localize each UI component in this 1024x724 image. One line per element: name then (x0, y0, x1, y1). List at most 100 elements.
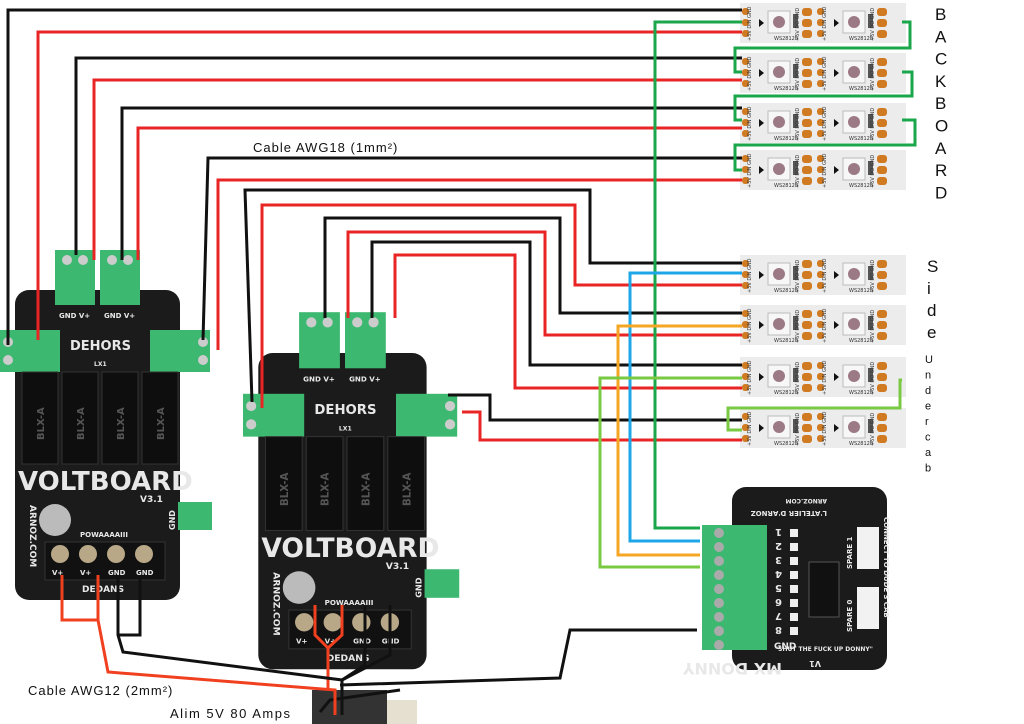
resistor (790, 599, 798, 607)
solder-pad (742, 321, 749, 328)
svg-text:WS2812B: WS2812B (774, 36, 799, 42)
relay (305, 436, 344, 531)
pin-label: 1 (775, 526, 782, 537)
gnd-wire (243, 188, 742, 403)
svg-text:WS2812B: WS2812B (849, 441, 874, 447)
capacitor (868, 316, 873, 330)
power-wire (92, 78, 742, 260)
pad-labels: +5V DIN GND (747, 153, 753, 188)
direction-arrow-icon (759, 166, 764, 174)
pad-labels: +5V DIN GND (822, 56, 828, 91)
solder-pad (742, 80, 749, 87)
solder-pad (817, 282, 824, 289)
pad-out-labels: +5V DO GND (870, 8, 876, 41)
gnd-label: GND (168, 510, 177, 530)
resistor (790, 585, 798, 593)
led-lens (848, 318, 860, 330)
solder-pad (817, 69, 824, 76)
svg-text:BLX-A: BLX-A (321, 472, 332, 506)
direction-arrow-icon (834, 69, 839, 77)
power-wire (462, 410, 742, 442)
svg-text:GND V+: GND V+ (349, 375, 381, 384)
maker-label: L'ATELIER D'ARNOZ (751, 509, 827, 517)
svg-text:BLX-A: BLX-A (361, 472, 372, 506)
pin-label: 8 (775, 624, 782, 635)
capacitor (282, 571, 316, 604)
solder-pad (802, 30, 812, 38)
solder-pad (817, 155, 824, 162)
solder-pad (817, 373, 824, 380)
solder-pad (802, 332, 812, 340)
capacitor (793, 64, 798, 78)
spare0-label: SPARE 0 (846, 599, 854, 632)
solder-pad (742, 177, 749, 184)
fuse-label: LX1 (339, 426, 352, 433)
solder-pad (817, 362, 824, 369)
pad-out-labels: +5V DO GND (795, 362, 801, 395)
solder-pad (802, 69, 812, 77)
capacitor (868, 266, 873, 280)
solder-pad (802, 362, 812, 370)
solder-pad (817, 19, 824, 26)
solder-pad (877, 384, 887, 392)
screw-terminal (714, 626, 724, 636)
screw-terminal (107, 545, 125, 563)
svg-text:V+: V+ (296, 637, 308, 646)
undercab-letter: a (925, 447, 932, 459)
side-letter: i (927, 279, 931, 298)
fuse-label: LX1 (94, 361, 107, 368)
pad-out-labels: +5V DO GND (795, 260, 801, 293)
led-label: POWAAAAIII (80, 531, 128, 539)
svg-text:WS2812B: WS2812B (774, 183, 799, 189)
solder-pad (817, 177, 824, 184)
solder-pad (877, 362, 887, 370)
solder-pad (817, 58, 824, 65)
solder-pad (817, 30, 824, 37)
terminal-block (396, 393, 458, 437)
svg-text:BLX-A: BLX-A (156, 407, 167, 440)
gnd-wire (120, 106, 742, 260)
solder-pad (817, 413, 824, 420)
pad-labels: +5V DIN GND (822, 6, 828, 41)
solder-pad (877, 108, 887, 116)
svg-text:WS2812B: WS2812B (849, 86, 874, 92)
solder-pad (877, 119, 887, 127)
pad-labels: +5V DIN GND (747, 411, 753, 446)
solder-pad (877, 69, 887, 77)
capacitor (868, 14, 873, 28)
backboard-letter: A (935, 27, 947, 46)
terminal-block (345, 312, 386, 369)
solder-pad (817, 119, 824, 126)
direction-arrow-icon (759, 424, 764, 432)
pad-out-labels: +5V DO GND (870, 362, 876, 395)
power-wire (346, 230, 742, 337)
capacitor (868, 419, 873, 433)
undercab-letter: d (925, 385, 931, 397)
svg-text:BLX-A: BLX-A (280, 472, 291, 506)
solder-pad (742, 69, 749, 76)
capacitor (793, 266, 798, 280)
solder-pad (877, 166, 887, 174)
solder-pad (742, 332, 749, 339)
screw-terminal (714, 612, 724, 622)
data-chain-wire (733, 70, 914, 122)
pad-out-labels: +5V DO GND (795, 8, 801, 41)
pin-label: 5 (775, 582, 782, 593)
solder-pad (817, 435, 824, 442)
solder-pad (802, 155, 812, 163)
version-label: V3.1 (386, 561, 409, 572)
screw-terminal (714, 584, 724, 594)
pad-labels: +5V DIN GND (822, 106, 828, 141)
main-power-wire (326, 605, 344, 650)
screw-terminal (295, 613, 314, 632)
direction-arrow-icon (834, 19, 839, 27)
solder-pad (742, 166, 749, 173)
pad-labels: +5V DIN GND (747, 6, 753, 41)
capacitor (39, 504, 71, 536)
led-lens (773, 268, 785, 280)
solder-pad (802, 321, 812, 329)
solder-pad (742, 260, 749, 267)
svg-text:WS2812B: WS2812B (774, 338, 799, 344)
screw-terminal (352, 613, 371, 632)
